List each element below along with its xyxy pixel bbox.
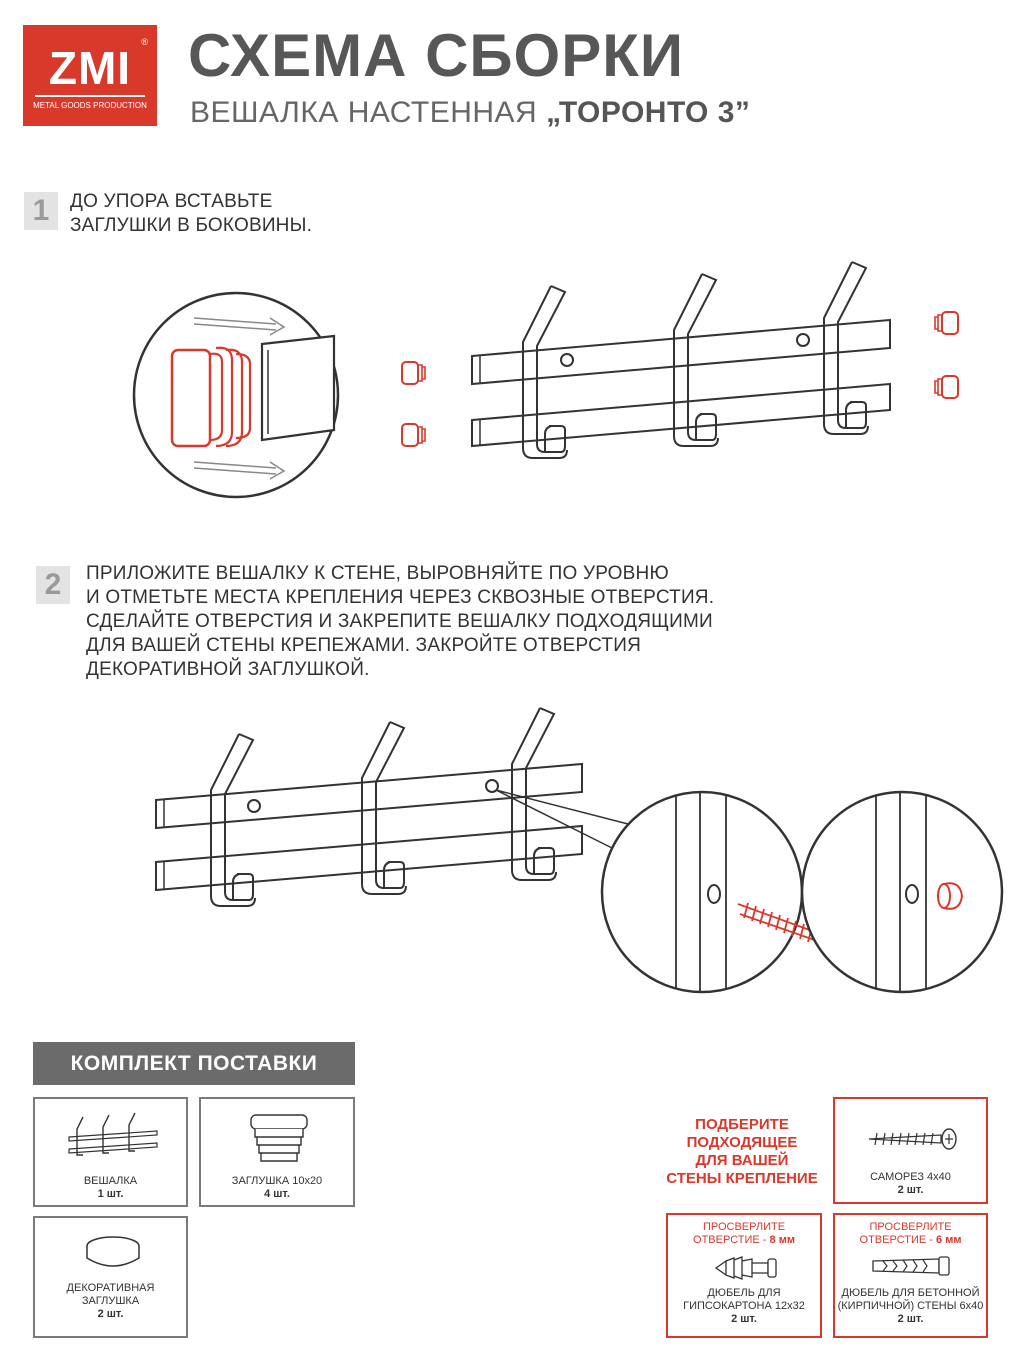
kit-item-decorative-cap: ДЕКОРАТИВНАЯ ЗАГЛУШКА 2 шт. — [33, 1216, 188, 1338]
step-2-number: 2 — [36, 566, 70, 604]
fastener-concrete-anchor: ПРОСВЕРЛИТЕ ОТВЕРСТИЕ - 6 мм ДЮБЕЛЬ ДЛЯ … — [833, 1213, 988, 1338]
drywall-drill-size: 8 мм — [769, 1234, 795, 1246]
decorative-cap-red — [937, 882, 964, 910]
fastener-drywall-anchor: ПРОСВЕРЛИТЕ ОТВЕРСТИЕ - 8 мм ДЮБЕЛЬ ДЛЯ … — [666, 1213, 822, 1338]
kit-item-hanger: ВЕШАЛКА 1 шт. — [33, 1097, 188, 1207]
logo-divider — [35, 95, 145, 97]
drywall-drill-line1: ПРОСВЕРЛИТЕ — [702, 1221, 786, 1233]
tube-end-magnified — [260, 334, 336, 442]
kit-header: КОМПЛЕКТ ПОСТАВКИ — [33, 1042, 355, 1085]
cap-detail-circle — [800, 790, 1004, 994]
rack-bars-step2 — [155, 762, 583, 892]
fastener-note: ПОДБЕРИТЕ ПОДХОДЯЩЕЕ ДЛЯ ВАШЕЙ СТЕНЫ КРЕ… — [666, 1116, 818, 1187]
kit-endcap-qty: 4 шт. — [264, 1188, 290, 1200]
concrete-anchor-icon — [872, 1256, 950, 1276]
page-title: СХЕМА СБОРКИ — [188, 22, 684, 89]
drywall-name-2: ГИПСОКАРТОНА 12х32 — [683, 1300, 805, 1312]
screw-name: САМОРЕЗ 4х40 — [870, 1171, 951, 1183]
endcap-magnified — [170, 346, 252, 448]
kit-deco-qty: 2 шт. — [97, 1308, 124, 1320]
page-subtitle: ВЕШАЛКА НАСТЕННАЯ „ТОРОНТО 3” — [190, 96, 750, 130]
detail-leader-lines — [495, 789, 629, 849]
screw-qty: 2 шт. — [897, 1184, 924, 1196]
kit-deco-name-2: ЗАГЛУШКА — [81, 1295, 140, 1307]
logo-text: ZMI — [48, 42, 132, 94]
endcap-icon — [250, 1114, 308, 1162]
step-2-illustration — [155, 707, 1004, 994]
step-2-text: ПРИЛОЖИТЕ ВЕШАЛКУ К СТЕНЕ, ВЫРОВНЯЙТЕ ПО… — [86, 563, 715, 680]
subtitle-prefix: ВЕШАЛКА НАСТЕННАЯ — [190, 96, 547, 129]
concrete-qty: 2 шт. — [897, 1313, 924, 1325]
motion-arrows — [193, 317, 286, 480]
rack-bars-step1 — [471, 318, 891, 448]
kit-hanger-name: ВЕШАЛКА — [83, 1175, 138, 1187]
fastener-screw: САМОРЕЗ 4х40 2 шт. — [833, 1097, 988, 1204]
drywall-name-1: ДЮБЕЛЬ ДЛЯ — [707, 1287, 781, 1299]
drywall-anchor-icon — [714, 1256, 777, 1280]
concrete-drill-line1: ПРОСВЕРЛИТЕ — [869, 1221, 952, 1233]
brand-logo: ZMI ® METAL GOODS PRODUCTION — [23, 25, 157, 126]
concrete-drill-size: 6 мм — [936, 1234, 962, 1246]
logo-registered-mark: ® — [141, 37, 148, 47]
screw-detail-circle — [600, 790, 804, 994]
step-1-number: 1 — [24, 192, 58, 230]
step-1-illustration — [132, 261, 959, 499]
concrete-drill-line2: ОТВЕРСТИЕ - — [859, 1234, 937, 1246]
kit-endcap-name: ЗАГЛУШКА 10х20 — [231, 1175, 323, 1187]
concrete-name-2: (КИРПИЧНОЙ) СТЕНЫ 6х40 — [837, 1300, 984, 1312]
product-name: „ТОРОНТО 3” — [546, 96, 751, 129]
kit-hanger-qty: 1 шт. — [97, 1188, 124, 1200]
concrete-name-1: ДЮБЕЛЬ ДЛЯ БЕТОННОЙ — [841, 1287, 980, 1299]
drywall-qty: 2 шт. — [731, 1313, 757, 1325]
logo-subtitle: METAL GOODS PRODUCTION — [33, 101, 147, 110]
step-1-text: ДО УПОРА ВСТАВЬТЕ ЗАГЛУШКИ В БОКОВИНЫ. — [70, 191, 313, 236]
decorative-cap-icon — [86, 1236, 140, 1267]
drywall-drill-line2: ОТВЕРСТИЕ - — [693, 1234, 770, 1246]
kit-deco-name-1: ДЕКОРАТИВНАЯ — [66, 1282, 155, 1294]
hanger-icon — [68, 1112, 158, 1156]
screw-icon — [868, 1128, 957, 1150]
kit-item-endcap: ЗАГЛУШКА 10х20 4 шт. — [199, 1097, 355, 1207]
